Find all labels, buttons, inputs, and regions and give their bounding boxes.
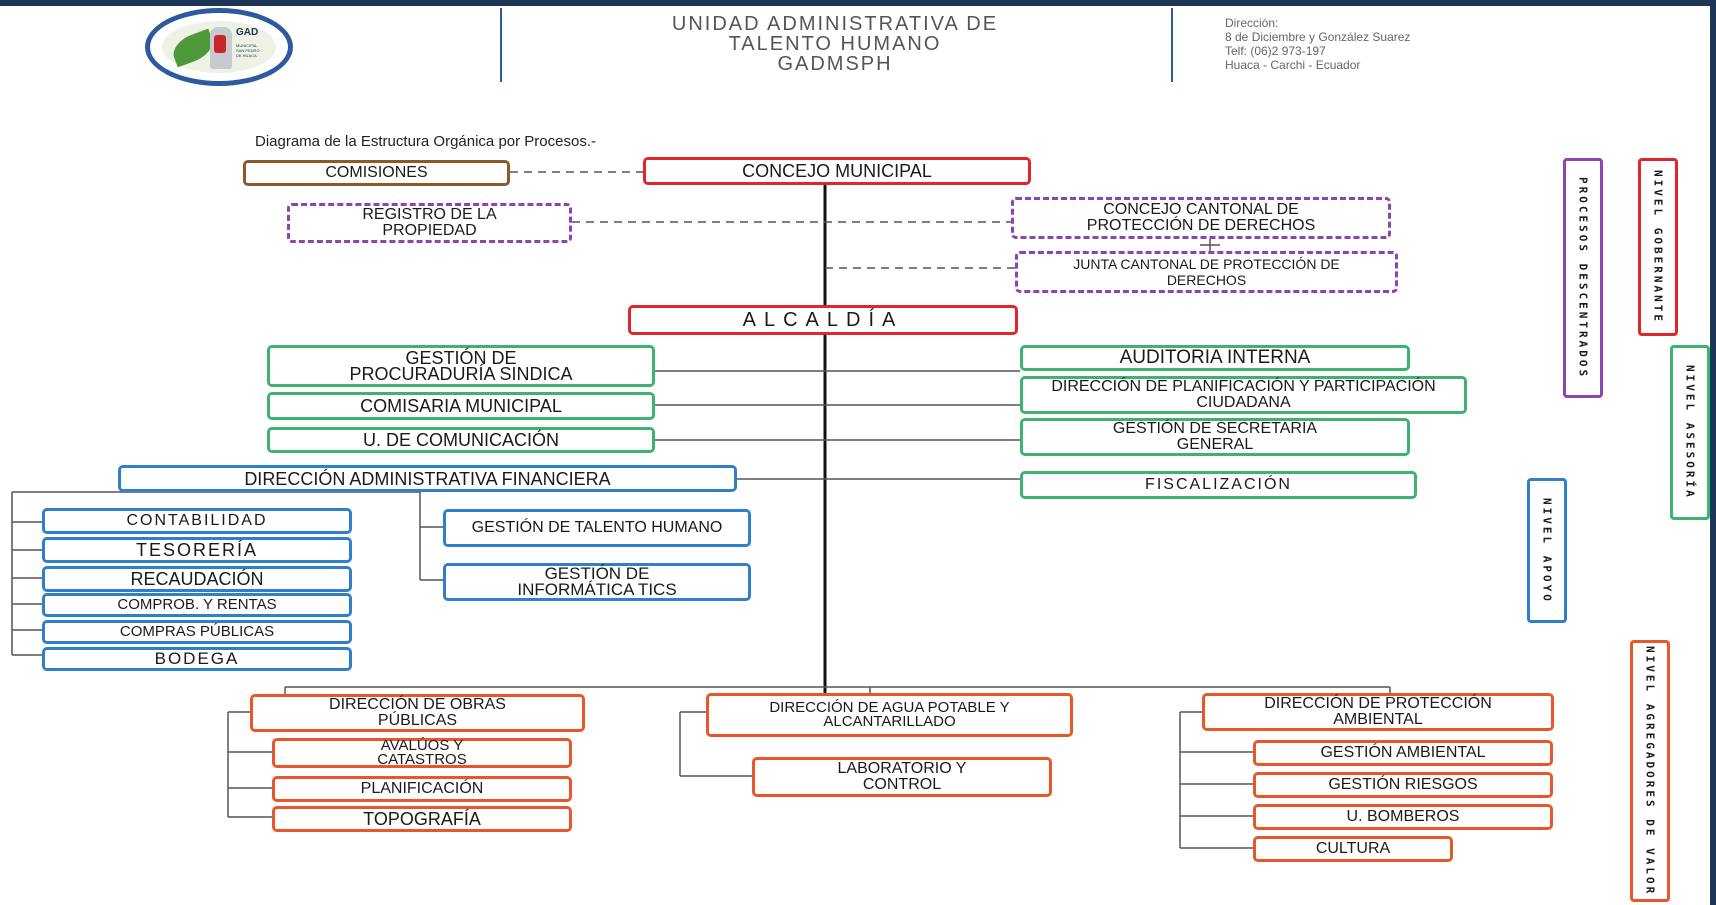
informatica-tics-box[interactable]: GESTIÓN DE INFORMÁTICA TICS bbox=[443, 563, 751, 601]
diagram-subtitle: Diagrama de la Estructura Orgánica por P… bbox=[255, 133, 596, 150]
nivel-asesoria-text: NIVEL ASESORÍA bbox=[1683, 365, 1697, 500]
cultura-box[interactable]: CULTURA bbox=[1253, 836, 1453, 862]
gad-logo: GAD MUNICIPAL SAN PEDRO DE HUACA bbox=[145, 8, 293, 86]
junta-cantonal-box[interactable]: JUNTA CANTONAL DE PROTECCIÓN DE DERECHOS bbox=[1015, 251, 1398, 293]
nivel-agregadores-label: NIVEL AGREGADORES DE VALOR bbox=[1630, 640, 1670, 902]
talento-humano-box[interactable]: GESTIÓN DE TALENTO HUMANO bbox=[443, 509, 751, 547]
logo-text: GAD bbox=[236, 27, 259, 38]
header-title: UNIDAD ADMINISTRATIVA DE TALENTO HUMANO … bbox=[565, 14, 1105, 74]
comunicacion-box[interactable]: U. DE COMUNICACIÓN bbox=[267, 427, 655, 453]
logo-subtext: MUNICIPAL SAN PEDRO DE HUACA bbox=[236, 43, 260, 58]
header-title-line3: GADMSPH bbox=[777, 53, 893, 75]
nivel-apoyo-label: NIVEL APOYO bbox=[1527, 478, 1567, 623]
registro-propiedad-box[interactable]: REGISTRO DE LA PROPIEDAD bbox=[287, 203, 572, 243]
procesos-desconcentrados-text: PROCESOS DESCENTRADOS bbox=[1576, 176, 1590, 380]
obras-publicas-box[interactable]: DIRECCIÓN DE OBRAS PÚBLICAS bbox=[250, 694, 585, 732]
fiscalizacion-box[interactable]: FISCALIZACIÓN bbox=[1020, 471, 1417, 499]
alcaldia-box[interactable]: ALCALDÍA bbox=[628, 305, 1018, 335]
planificacion-ciudadana-box[interactable]: DIRECCIÓN DE PLANIFICACIÓN Y PARTICIPACI… bbox=[1020, 376, 1467, 414]
bomberos-box[interactable]: U. BOMBEROS bbox=[1253, 804, 1553, 830]
gestion-riesgos-box[interactable]: GESTIÓN RIESGOS bbox=[1253, 772, 1553, 798]
gestion-ambiental-box[interactable]: GESTIÓN AMBIENTAL bbox=[1253, 740, 1553, 766]
comprob-rentas-box[interactable]: COMPROB. Y RENTAS bbox=[42, 593, 352, 617]
comisaria-box[interactable]: COMISARIA MUNICIPAL bbox=[267, 392, 655, 420]
contact-label: Dirección: bbox=[1225, 16, 1279, 30]
procesos-desconcentrados-label: PROCESOS DESCENTRADOS bbox=[1563, 158, 1603, 398]
comisiones-box[interactable]: COMISIONES bbox=[243, 160, 510, 186]
concejo-cantonal-box[interactable]: CONCEJO CANTONAL DE PROTECCIÓN DE DERECH… bbox=[1011, 197, 1391, 239]
direccion-financiera-box[interactable]: DIRECCIÓN ADMINISTRATIVA FINANCIERA bbox=[118, 465, 737, 492]
bodega-box[interactable]: BODEGA bbox=[42, 647, 352, 671]
proteccion-ambiental-box[interactable]: DIRECCIÓN DE PROTECCIÓN AMBIENTAL bbox=[1202, 693, 1554, 731]
avaluos-catastros-box[interactable]: AVALÚOS Y CATASTROS bbox=[272, 738, 572, 768]
header-contact: Dirección: 8 de Diciembre y González Sua… bbox=[1225, 16, 1410, 72]
concejo-municipal-box[interactable]: CONCEJO MUNICIPAL bbox=[643, 157, 1031, 185]
secretaria-box[interactable]: GESTIÓN DE SECRETARIA GENERAL bbox=[1020, 418, 1410, 456]
top-border bbox=[0, 0, 1716, 6]
nivel-asesoria-label: NIVEL ASESORÍA bbox=[1670, 345, 1710, 520]
planificacion-obras-box[interactable]: PLANIFICACIÓN bbox=[272, 776, 572, 802]
contact-phone: Telf: (06)2 973-197 bbox=[1225, 44, 1326, 58]
contact-address: 8 de Diciembre y González Suarez bbox=[1225, 30, 1411, 44]
header-title-line1: UNIDAD ADMINISTRATIVA DE bbox=[671, 13, 999, 35]
auditoria-box[interactable]: AUDITORIA INTERNA bbox=[1020, 345, 1410, 371]
nivel-gobernante-text: NIVEL GOBERNANTE bbox=[1651, 170, 1665, 324]
right-border bbox=[1710, 0, 1716, 905]
nivel-agregadores-text: NIVEL AGREGADORES DE VALOR bbox=[1643, 645, 1657, 897]
header-title-line2: TALENTO HUMANO bbox=[728, 33, 942, 55]
nivel-apoyo-text: NIVEL APOYO bbox=[1540, 497, 1554, 604]
recaudacion-box[interactable]: RECAUDACIÓN bbox=[42, 566, 352, 592]
header-divider-right bbox=[1171, 8, 1173, 82]
procuraduria-box[interactable]: GESTIÓN DE PROCURADURÍA SINDICA bbox=[267, 345, 655, 387]
tesoreria-box[interactable]: TESORERÍA bbox=[42, 537, 352, 563]
nivel-gobernante-label: NIVEL GOBERNANTE bbox=[1638, 158, 1678, 336]
contact-location: Huaca - Carchi - Ecuador bbox=[1225, 58, 1361, 72]
flag-icon bbox=[214, 35, 226, 53]
agua-potable-box[interactable]: DIRECCIÓN DE AGUA POTABLE Y ALCANTARILLA… bbox=[706, 693, 1073, 737]
contabilidad-box[interactable]: CONTABILIDAD bbox=[42, 508, 352, 534]
topografia-box[interactable]: TOPOGRAFÍA bbox=[272, 806, 572, 832]
header-divider-left bbox=[500, 8, 502, 82]
laboratorio-control-box[interactable]: LABORATORIO Y CONTROL bbox=[752, 757, 1052, 797]
compras-publicas-box[interactable]: COMPRAS PÚBLICAS bbox=[42, 620, 352, 644]
